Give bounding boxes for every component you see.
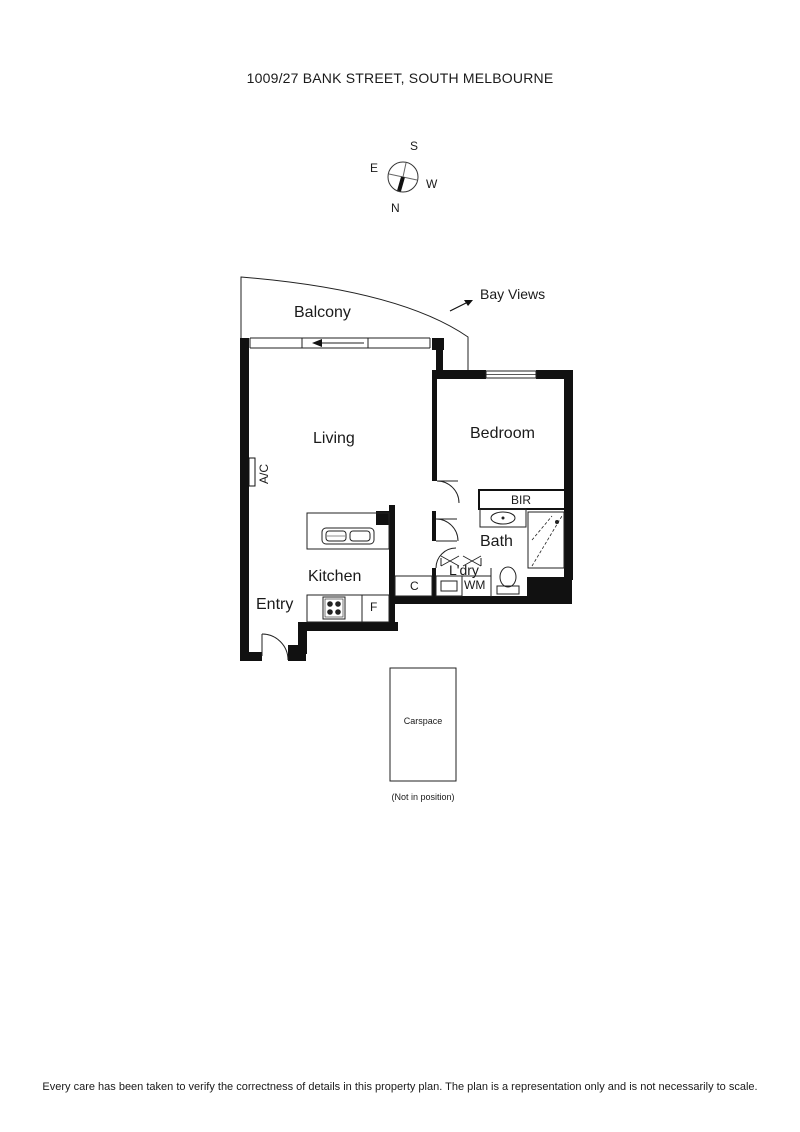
bir-label: BIR [511,493,531,507]
fridge-label: F [370,600,377,614]
kitchen-bench [306,594,390,623]
kitchen-island [306,512,390,550]
sliding-door [249,337,431,349]
compass-south-label: S [410,139,418,153]
cupboard [394,575,433,597]
entry-door [261,633,289,661]
living-label: Living [313,430,355,447]
disclaimer: Every care has been taken to verify the … [42,1081,758,1093]
bath-label: Bath [480,533,513,550]
walls [240,338,573,661]
bedroom-label: Bedroom [470,425,535,442]
laundry-door [435,547,457,569]
kitchen-label: Kitchen [308,568,361,585]
bay-views-label: Bay Views [480,286,545,302]
compass-east-label: E [370,161,378,175]
balcony-outline [240,276,469,372]
cupboard-label: C [410,579,419,593]
entry-label: Entry [256,596,293,613]
laundry-label: L'dry [449,562,479,578]
carspace-note: (Not in position) [391,792,454,802]
washing-machine-label: WM [464,578,485,592]
compass-icon: S E W N [370,139,438,215]
balcony-label: Balcony [294,304,351,321]
ac-label: A/C [257,464,271,484]
bay-views-arrow-icon [449,300,473,312]
carspace-label: Carspace [404,716,443,726]
compass-west-label: W [426,177,438,191]
bedroom-window [485,370,537,379]
ac-unit [248,457,256,487]
bath-door [435,518,459,542]
compass-north-label: N [391,201,400,215]
bedroom-door [436,480,460,504]
property-address-title: 1009/27 BANK STREET, SOUTH MELBOURNE [246,70,554,86]
bathroom-fixtures [435,508,565,597]
carspace-box [389,667,457,782]
